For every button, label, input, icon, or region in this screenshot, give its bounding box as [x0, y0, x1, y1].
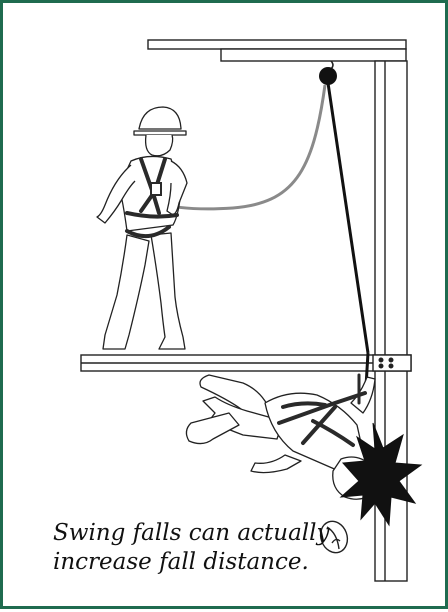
taut-lifeline: [328, 83, 368, 353]
overhead-beam: [148, 40, 406, 61]
caption-line-2: increase fall distance.: [53, 548, 353, 577]
caption-line-1: Swing falls can actually: [53, 519, 353, 548]
falling-worker: [186, 375, 375, 499]
anchor-point-icon: [319, 61, 337, 85]
standing-worker: [97, 107, 187, 349]
floor-slab: [81, 355, 411, 371]
figure-caption: Swing falls can actually increase fall d…: [53, 519, 353, 577]
